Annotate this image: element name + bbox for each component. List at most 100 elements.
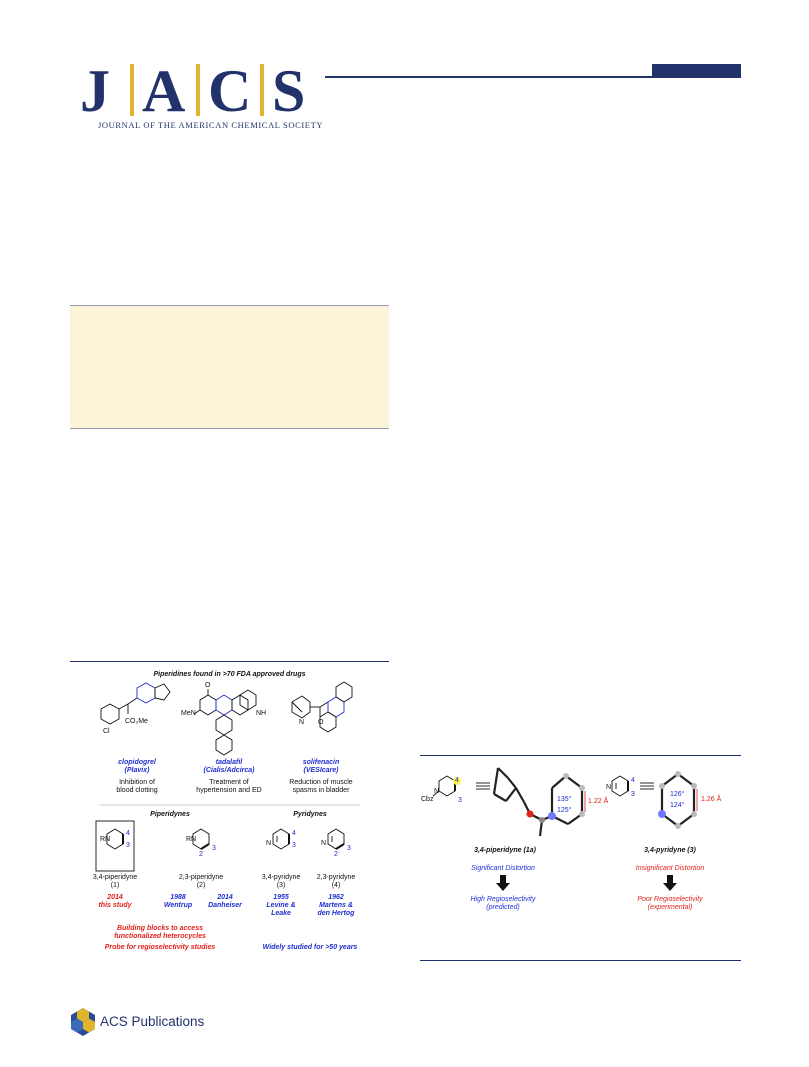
aryne-number: (2) bbox=[196, 882, 206, 889]
drug-name: solifenacin bbox=[302, 759, 340, 766]
header-rule bbox=[325, 76, 741, 78]
solifenacin-structure bbox=[291, 681, 353, 733]
result-high-regioselectivity: High Regioselectivity bbox=[470, 896, 536, 903]
logo-divider bbox=[260, 64, 264, 116]
angle-label: 125° bbox=[557, 807, 572, 814]
result-significant-distortion: Significant Distortion bbox=[471, 865, 535, 872]
aryne-name: 3,4-pyridyne bbox=[261, 874, 301, 881]
figure2-structures bbox=[432, 767, 698, 891]
ref-martens-year: 1962 bbox=[328, 894, 344, 901]
caption-building-blocks: Building blocks to access bbox=[117, 925, 203, 932]
acs-publications-logo: ACS Publications bbox=[68, 1006, 228, 1036]
aryne-name: 3,4-piperidyne bbox=[92, 874, 138, 881]
figure1-structures bbox=[95, 681, 360, 872]
label-n: N bbox=[321, 840, 327, 847]
angle-label: 126° bbox=[670, 791, 685, 798]
label-pos3: 3 bbox=[292, 842, 296, 849]
label-pos3: 3 bbox=[347, 845, 351, 852]
label-o: O bbox=[318, 719, 324, 726]
drug-use: blood clotting bbox=[116, 787, 158, 794]
label-piperidyne-1a: 3,4-piperidyne (1a) bbox=[474, 847, 536, 854]
journal-name: JOURNAL OF THE AMERICAN CHEMICAL SOCIETY bbox=[98, 120, 324, 130]
logo-letter-c: C bbox=[208, 58, 252, 124]
aryne-number: (1) bbox=[110, 882, 120, 889]
logo-divider bbox=[130, 64, 134, 116]
drug-use: Reduction of muscle bbox=[289, 779, 353, 786]
label-cbz: Cbz bbox=[421, 796, 434, 803]
drug-use: hypertension and ED bbox=[196, 787, 262, 794]
aryne-name: 2,3-pyridyne bbox=[316, 874, 356, 881]
label-pos4: 4 bbox=[126, 830, 130, 837]
result-predicted: (predicted) bbox=[486, 904, 520, 911]
drug-name: clopidogrel bbox=[118, 759, 156, 766]
angle-label: 135° bbox=[557, 796, 572, 803]
ref-leake: Leake bbox=[271, 910, 291, 917]
label-n: N bbox=[266, 840, 272, 847]
logo-divider bbox=[196, 64, 200, 116]
ref-danheiser-year: 2014 bbox=[217, 894, 233, 901]
label-n: N bbox=[299, 719, 305, 726]
label-pos2: 2 bbox=[334, 851, 338, 858]
label-pos3: 3 bbox=[458, 797, 462, 804]
result-insignificant-distortion: Insignificant Distortion bbox=[635, 865, 705, 872]
distance-label: 1.26 Å bbox=[701, 796, 722, 803]
caption-building-blocks: functionalized heterocycles bbox=[114, 933, 206, 940]
figure-piperidines: Piperidines found in >70 FDA approved dr… bbox=[70, 661, 389, 957]
label-pos3: 3 bbox=[631, 791, 635, 798]
label-pos2: 2 bbox=[199, 851, 203, 858]
ref-this-study: this study bbox=[98, 902, 132, 909]
drug-use: Treatment of bbox=[209, 779, 249, 786]
label-nh: NH bbox=[256, 710, 267, 717]
logo-letter-a: A bbox=[142, 58, 186, 124]
drug-name: tadalafil bbox=[215, 759, 243, 766]
figure-distortion: Cbz N 3 4 N 3 4 135° 125° 1.22 Å 126° 12… bbox=[420, 755, 741, 961]
drug-use: Inhibition of bbox=[119, 779, 155, 786]
abstract-box bbox=[70, 305, 389, 429]
angle-label: 124° bbox=[670, 802, 685, 809]
result-poor-regioselectivity: Poor Regioselectivity bbox=[637, 896, 703, 903]
figure1-title: Piperidines found in >70 FDA approved dr… bbox=[153, 671, 306, 678]
tadalafil-structure bbox=[193, 689, 257, 756]
aryne-number: (3) bbox=[276, 882, 286, 889]
label-rn: RN bbox=[100, 836, 111, 843]
aryne-name: 2,3-piperidyne bbox=[178, 874, 224, 881]
ref-wentrup: Wentrup bbox=[163, 902, 193, 909]
label-n: N bbox=[434, 788, 440, 795]
drug-brand: (Plavix) bbox=[124, 767, 150, 774]
label-cl: Cl bbox=[103, 728, 110, 735]
ref-den-hertog: den Hertog bbox=[317, 910, 355, 917]
drug-brand: (Cialis/Adcirca) bbox=[203, 767, 255, 774]
label-n: N bbox=[606, 784, 612, 791]
label-rn: RN bbox=[186, 836, 197, 843]
ref-levine-year: 1955 bbox=[273, 894, 289, 901]
caption-regioselectivity-probe: Probe for regioselectivity studies bbox=[104, 944, 216, 951]
label-o: O bbox=[205, 682, 211, 689]
acs-hexagon-icon bbox=[71, 1008, 95, 1036]
ref-wentrup-year: 1988 bbox=[170, 894, 186, 901]
result-experimental: (experimental) bbox=[647, 904, 693, 911]
label-pos4: 4 bbox=[631, 777, 635, 784]
label-pos3: 3 bbox=[212, 845, 216, 852]
aryne-number: (4) bbox=[331, 882, 341, 889]
label-co2me: CO₂Me bbox=[125, 718, 148, 725]
header-block bbox=[652, 64, 741, 78]
label-pyridyne-3: 3,4-pyridyne (3) bbox=[644, 847, 696, 854]
drug-brand: (VESIcare) bbox=[303, 767, 339, 774]
label-pos3: 3 bbox=[126, 842, 130, 849]
ref-this-study-year: 2014 bbox=[107, 894, 123, 901]
clopidogrel-structure bbox=[100, 682, 171, 725]
label-pos4: 4 bbox=[292, 830, 296, 837]
distance-label: 1.22 Å bbox=[588, 798, 609, 805]
ref-levine: Levine & bbox=[266, 902, 296, 909]
label-men: MeN bbox=[181, 710, 196, 717]
logo-letter-j: J bbox=[80, 58, 110, 124]
section-pyridynes: Pyridynes bbox=[293, 811, 327, 818]
section-piperidynes: Piperidynes bbox=[150, 811, 190, 818]
drug-use: spasms in bladder bbox=[292, 787, 350, 794]
jacs-logo: J A C S JOURNAL OF THE AMERICAN CHEMICAL… bbox=[70, 60, 330, 135]
caption-widely-studied: Widely studied for >50 years bbox=[262, 944, 358, 951]
label-pos4: 4 bbox=[455, 777, 459, 784]
acs-publications-text: ACS Publications bbox=[100, 1014, 205, 1029]
logo-letter-s: S bbox=[272, 58, 306, 124]
ref-danheiser: Danheiser bbox=[208, 902, 242, 909]
